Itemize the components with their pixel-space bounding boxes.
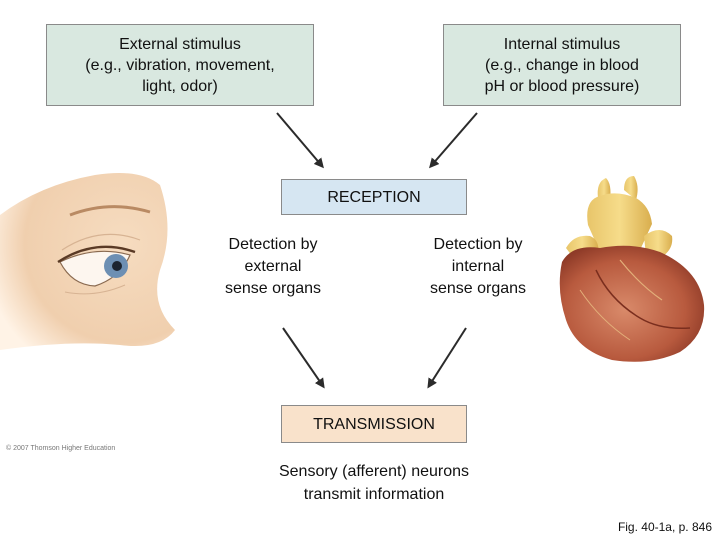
internal-stimulus-text: Internal stimulus (e.g., change in blood…: [484, 35, 640, 95]
sensory-neurons-label: Sensory (afferent) neurons transmit info…: [278, 463, 470, 503]
heart-illustration: [559, 176, 705, 362]
copyright-text: © 2007 Thomson Higher Education: [6, 445, 116, 452]
internal-detection-label: Detection by internal sense organs: [429, 236, 527, 297]
arrow-external-to-reception: [276, 112, 324, 169]
transmission-box: TRANSMISSION: [281, 405, 467, 443]
eye-illustration: [0, 172, 175, 350]
arrow-internal-to-transmission: [427, 327, 467, 389]
internal-stimulus-box: Internal stimulus (e.g., change in blood…: [443, 24, 681, 106]
external-detection-label: Detection by external sense organs: [224, 236, 322, 297]
arrow-internal-to-reception: [429, 112, 478, 169]
external-stimulus-box: External stimulus (e.g., vibration, move…: [46, 24, 314, 106]
reception-label: RECEPTION: [327, 188, 421, 206]
transmission-label: TRANSMISSION: [313, 415, 435, 433]
figure-caption: Fig. 40-1a, p. 846: [617, 520, 712, 534]
arrow-external-to-transmission: [282, 327, 325, 389]
external-stimulus-text: External stimulus (e.g., vibration, move…: [85, 35, 275, 95]
reception-box: RECEPTION: [281, 179, 467, 215]
